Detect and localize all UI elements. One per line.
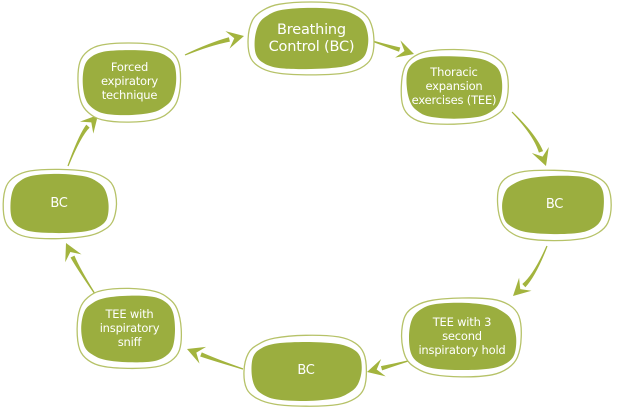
node-fill: [408, 302, 517, 371]
node-label-fet: Forced expiratory technique: [100, 60, 159, 102]
nodes-layer: [2, 1, 612, 407]
arrow-bc-bottom-to-tee-sniff: [187, 346, 244, 370]
node-bc-right: [496, 169, 612, 242]
arrow-shaft: [371, 40, 401, 52]
arrow-tee-sniff-to-bc-left: [65, 243, 96, 295]
arrow-shaft: [511, 111, 544, 153]
node-fill: [254, 7, 369, 70]
node-label-bc-bottom: BC: [297, 363, 315, 379]
arrow-shaft: [380, 360, 409, 371]
arrowhead-icon: [367, 359, 386, 377]
node-fet: [77, 42, 182, 123]
node-fill: [81, 295, 175, 363]
arrow-shaft: [70, 255, 96, 295]
node-fill: [251, 342, 362, 402]
node-label-bc-left: BC: [50, 196, 68, 212]
node-label-bc-top: Breathing Control (BC): [268, 21, 355, 55]
arrow-tee-hold-to-bc-bottom: [367, 359, 409, 377]
node-bc-bottom: [243, 334, 368, 407]
node-bc-top: [247, 1, 375, 76]
node-tee-hold: [400, 297, 522, 378]
arrow-shaft: [522, 245, 548, 288]
arrow-bc-left-to-fet: [67, 115, 98, 167]
arrowhead-icon: [513, 277, 532, 296]
arrowhead-icon: [65, 243, 82, 263]
node-fill: [82, 50, 177, 116]
arrow-tee-to-bc-right: [511, 111, 549, 166]
arrowhead-icon: [531, 146, 549, 166]
node-fill: [406, 56, 503, 119]
arrow-shaft: [67, 124, 90, 167]
node-tee-sniff: [76, 287, 182, 370]
arrow-shaft: [184, 37, 230, 56]
node-fill: [502, 175, 604, 235]
node-label-tee-sniff: TEE with inspiratory sniff: [99, 307, 160, 349]
arrows-layer: [65, 31, 549, 377]
arrowhead-icon: [395, 40, 414, 58]
arrowhead-icon: [225, 31, 244, 49]
arrow-bc-right-to-tee-hold: [513, 245, 548, 296]
arrow-fet-to-bc-top: [184, 31, 244, 56]
node-bc-left: [2, 168, 118, 240]
node-fill: [10, 173, 109, 234]
arrowhead-icon: [79, 115, 98, 134]
node-label-tee: Thoracic expansion exercises (TEE): [411, 65, 497, 107]
node-label-bc-right: BC: [545, 197, 564, 213]
arrow-bc-top-to-tee: [371, 40, 414, 58]
arrowhead-icon: [187, 346, 207, 364]
node-tee: [400, 48, 509, 125]
node-label-tee-hold: TEE with 3 second inspiratory hold: [418, 315, 506, 357]
arrow-shaft: [200, 352, 244, 370]
